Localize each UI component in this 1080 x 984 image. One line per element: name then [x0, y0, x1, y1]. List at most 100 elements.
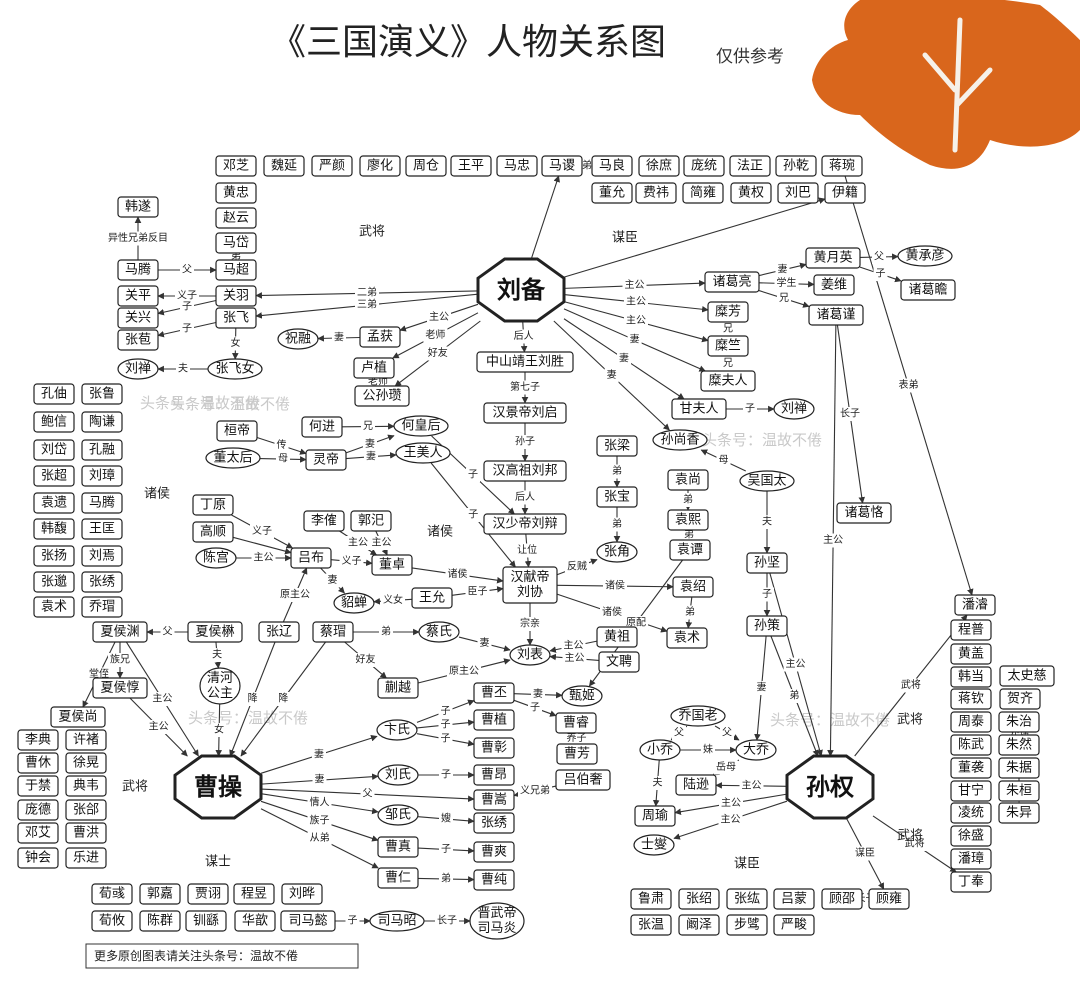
node-label: 糜夫人	[708, 373, 747, 389]
person-node-hejin: 何进	[301, 416, 343, 438]
node-label: 陶谦	[89, 414, 115, 430]
node-label: 陆逊	[683, 777, 709, 793]
relation-label-bg	[176, 362, 190, 376]
node-shape	[81, 596, 123, 618]
node-shape	[17, 752, 59, 774]
node-shape	[634, 805, 676, 827]
person-node-caozhi: 曹植	[473, 709, 515, 731]
relation-label-bg	[760, 515, 774, 529]
node-shape	[277, 328, 319, 350]
person-node-liubiao: 刘表	[509, 644, 551, 666]
person-node-dianwei: 典韦	[65, 775, 107, 797]
node-label: 司马昭	[377, 914, 416, 929]
relation-label: 夫	[653, 777, 663, 789]
relation-label: 主公	[823, 534, 843, 546]
person-node-mifang: 糜芳	[707, 301, 749, 323]
node-shape	[561, 685, 603, 707]
person-node-pangde: 庞德	[17, 799, 59, 821]
relation-label: 养子	[567, 731, 587, 744]
relation-label: 后人	[515, 491, 535, 503]
person-node-caishi: 蔡氏	[418, 621, 460, 643]
relation-label-bg	[624, 295, 648, 310]
node-shape	[263, 155, 305, 177]
relation-label-bg	[896, 378, 921, 393]
node-shape	[450, 155, 492, 177]
node-label: 孙策	[754, 618, 780, 634]
node-label: 程昱	[241, 887, 267, 902]
node-shape	[667, 509, 709, 531]
node-label: 吕布	[298, 551, 324, 566]
relation-label: 谋臣	[855, 847, 875, 859]
node-shape	[821, 155, 863, 177]
person-node-panzhang: 潘璋	[950, 848, 992, 870]
node-shape	[950, 643, 992, 665]
person-node-huangzhong: 黄忠	[215, 182, 257, 204]
node-label: 诸葛瞻	[908, 283, 947, 298]
relation-label-bg	[276, 692, 291, 706]
node-label: 徐庶	[646, 158, 672, 174]
person-node-zhangmiao: 张邈	[33, 571, 75, 593]
relation-label-bg	[528, 701, 542, 715]
relation-label-bg	[617, 351, 632, 366]
node-label: 孙尚香	[660, 433, 699, 448]
relation-label-bg	[787, 689, 802, 703]
node-shape	[117, 259, 159, 281]
person-node-guanyu: 关羽	[215, 285, 257, 307]
relation-label-bg	[439, 842, 453, 857]
node-label: 中山靖王刘胜	[486, 355, 564, 370]
relation-label-bg	[447, 664, 481, 679]
node-shape	[596, 435, 638, 457]
relation-label-bg	[245, 692, 260, 706]
relation-label-bg	[445, 567, 470, 582]
person-node-liuye: 刘晔	[281, 883, 323, 905]
node-label: 贺齐	[1007, 691, 1033, 707]
person-node-gushao: 顾邵	[821, 888, 863, 910]
person-node-yuanshang: 袁尚	[667, 469, 709, 491]
relation-label-bg	[783, 657, 808, 672]
node-label: 曹彰	[481, 740, 507, 756]
node-label: 李傕	[311, 514, 337, 529]
node-label: 张角	[604, 545, 630, 560]
node-shape	[65, 729, 107, 751]
person-node-wangkuang: 王匡	[81, 518, 123, 540]
node-label: 黄承彦	[905, 248, 944, 264]
maple-leaf-decoration	[812, 0, 1080, 169]
node-shape	[672, 576, 714, 598]
node-label: 马超	[223, 263, 249, 278]
person-node-liubang: 汉高祖刘邦	[483, 460, 567, 482]
person-node-zhuran: 朱然	[998, 734, 1040, 756]
node-shape	[369, 910, 425, 932]
person-node-sunqian: 孙乾	[775, 155, 817, 177]
person-node-liaohua: 廖化	[359, 155, 401, 177]
relation-label-bg	[562, 651, 587, 666]
node-label: 曹仁	[385, 871, 411, 886]
node-shape	[33, 411, 75, 433]
person-node-mazhong: 马忠	[496, 155, 538, 177]
relation-label: 族兄	[110, 653, 130, 666]
relation-label-bg	[146, 720, 171, 734]
relation-label: 子	[441, 719, 451, 731]
node-shape	[333, 592, 375, 614]
node-shape	[377, 764, 419, 786]
person-node-handang: 韩当	[950, 666, 992, 688]
node-shape	[473, 764, 515, 786]
node-shape	[350, 510, 392, 532]
relation-label-bg	[379, 625, 393, 639]
relation-label-bg	[427, 310, 451, 325]
node-label: 士燮	[641, 838, 667, 853]
person-node-mifuren: 糜夫人	[700, 370, 756, 392]
node-shape	[91, 910, 133, 932]
person-node-yanjun: 严畯	[773, 914, 815, 936]
node-label: 李典	[25, 733, 51, 748]
relation-label: 子	[530, 702, 540, 714]
relation-label: 妻	[365, 437, 375, 450]
person-node-zhanghong: 张纮	[726, 888, 768, 910]
node-label: 刘禅	[125, 362, 151, 377]
relation-label: 父	[722, 727, 732, 739]
relation-label: 主公	[786, 658, 806, 670]
person-node-dongtaihou: 董太后	[205, 447, 261, 469]
node-shape	[215, 307, 257, 329]
relation-label-bg	[250, 524, 274, 539]
